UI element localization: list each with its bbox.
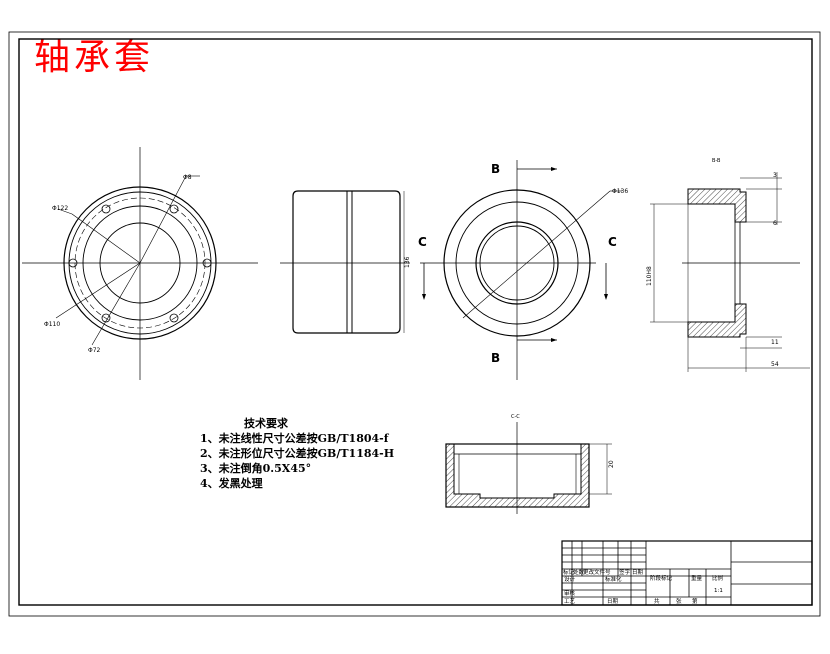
label-bb: B-B xyxy=(712,158,721,164)
tb-scale: 比例 xyxy=(712,574,724,582)
dim-d122: Φ122 xyxy=(52,205,68,212)
tb-weight: 重量 xyxy=(691,574,703,582)
tb-designer: 设计 xyxy=(564,575,576,583)
dim-w11: 11 xyxy=(771,339,779,346)
requirement-item: 2、未注形位尺寸公差按GB/T1184-H xyxy=(200,447,395,460)
tb-label-count: 处数 xyxy=(573,568,585,576)
dim-w54: 54 xyxy=(771,361,779,368)
tb-approve: 日期 xyxy=(607,598,619,605)
dim-h136: 136 xyxy=(404,256,411,268)
outer-frame xyxy=(8,31,821,617)
dim-h20: 20 xyxy=(608,460,615,468)
tb-sheet-word: 第 xyxy=(692,597,698,605)
dim-w6: 6 xyxy=(773,220,777,227)
tb-check: 审核 xyxy=(564,589,576,597)
requirement-item: 1、未注线性尺寸公差按GB/T1804-f xyxy=(200,432,389,445)
section-cc-view: C-C 20 xyxy=(445,414,615,514)
technical-requirements: 技术要求 1、未注线性尺寸公差按GB/T1804-f 2、未注形位尺寸公差按GB… xyxy=(200,416,394,491)
section-c-left: C xyxy=(418,235,427,249)
dim-d72: Φ72 xyxy=(88,347,101,354)
front-view-sections: Φ136 B B C C xyxy=(418,160,628,380)
tb-sheet-no: 张 xyxy=(676,597,682,605)
tb-label-sign: 签字 xyxy=(619,568,631,576)
dim-d110h8: 110H8 xyxy=(646,266,653,286)
dim-w3: 3 xyxy=(773,172,777,179)
tb-stage-mark: 阶段标记 xyxy=(650,574,673,582)
tb-label-change: 更改文件号 xyxy=(583,568,611,576)
dim-d110: Φ110 xyxy=(44,321,60,328)
tb-label-date: 日期 xyxy=(632,569,644,576)
front-view-holes: Φ8 Φ122 Φ110 Φ72 xyxy=(22,147,258,380)
requirement-item: 3、未注倒角0.5X45° xyxy=(200,462,312,475)
label-cc: C-C xyxy=(511,414,520,420)
dim-d8: Φ8 xyxy=(183,174,192,181)
tb-process: 工艺 xyxy=(564,598,576,605)
side-view: 136 xyxy=(280,190,411,334)
section-c-right: C xyxy=(608,235,617,249)
title-block-text: 标记 处数 更改文件号 签字 日期 设计 标准化 审核 工艺 日期 阶段标记 重… xyxy=(563,568,724,605)
tb-scale-value: 1:1 xyxy=(714,588,723,594)
section-bb-view: B-B 3 6 11 54 110H8 xyxy=(646,158,810,372)
tb-standardize: 标准化 xyxy=(605,575,622,583)
requirements-heading: 技术要求 xyxy=(244,417,288,430)
tb-sheet-total: 共 xyxy=(654,597,660,605)
dim-d136: Φ136 xyxy=(612,188,628,195)
drawing-title: 轴承套 xyxy=(34,37,155,78)
section-b-bottom: B xyxy=(491,351,500,365)
inner-frame xyxy=(18,38,813,606)
section-b-top: B xyxy=(491,162,500,176)
requirement-item: 4、发黑处理 xyxy=(200,477,263,490)
title-block xyxy=(561,540,813,606)
tb-label-mark: 标记 xyxy=(563,568,575,576)
